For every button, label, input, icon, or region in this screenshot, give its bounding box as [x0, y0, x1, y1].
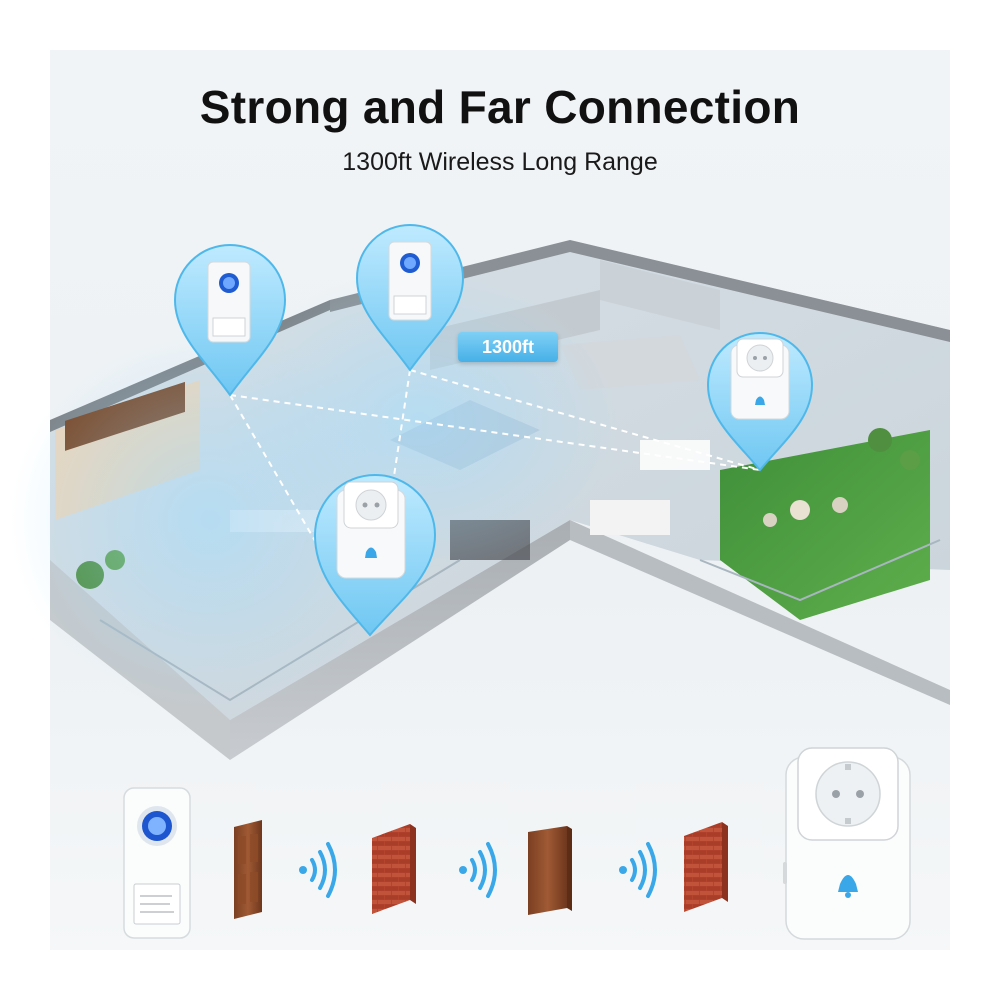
- brick-wall-icon: [372, 824, 416, 914]
- bell-icon: [838, 875, 858, 898]
- wifi-signal-icon: [459, 842, 497, 898]
- page-title: Strong and Far Connection: [199, 81, 801, 133]
- range-label: 1300ft: [458, 332, 558, 362]
- plug-in-receiver-icon: [783, 747, 911, 940]
- location-pin-icon: [706, 332, 814, 472]
- doorbell-transmitter-icon: [123, 787, 191, 939]
- location-pin-icon: [355, 224, 465, 372]
- page-subtitle: 1300ft Wireless Long Range: [342, 148, 658, 176]
- location-pin-icon: [313, 474, 437, 637]
- door-icon: [234, 820, 262, 919]
- wifi-signal-icon: [299, 842, 337, 898]
- location-pin-icon: [173, 244, 287, 397]
- door-icon: [528, 826, 572, 915]
- wifi-signal-icon: [619, 842, 657, 898]
- brick-wall-icon: [684, 822, 728, 912]
